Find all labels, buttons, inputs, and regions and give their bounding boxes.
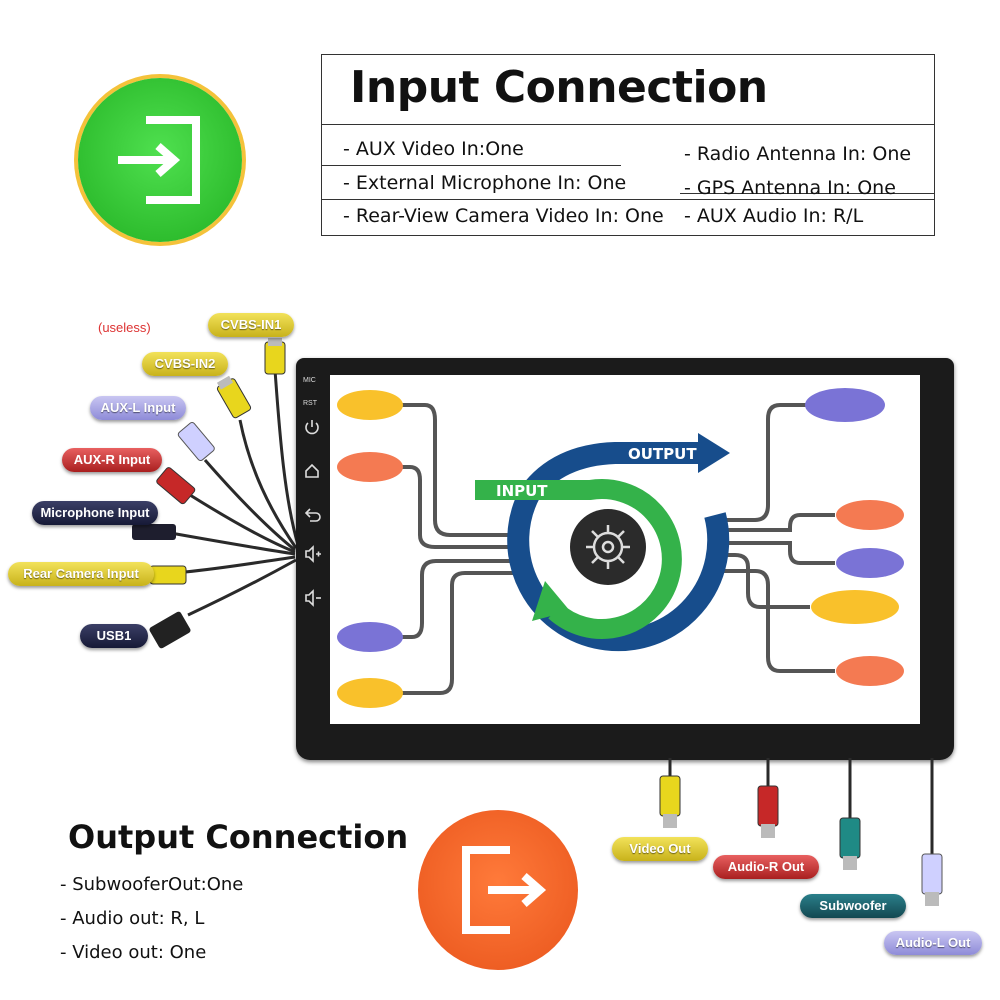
cvbs-in1-label: CVBS-IN1: [208, 313, 294, 337]
mic-connector: [132, 524, 176, 540]
subwoofer-connector: [839, 817, 861, 870]
input-connection-title: Input Connection: [350, 62, 768, 113]
reset-hole-label: RST: [303, 400, 317, 407]
input-icon-circle: [78, 78, 242, 242]
volume-up-icon[interactable]: [305, 545, 321, 563]
spec-subwoofer-out: - SubwooferOut:One: [60, 874, 244, 895]
aux-r-connector: [156, 467, 196, 505]
left-oval-purple: [337, 622, 403, 652]
output-icon-circle: [418, 810, 578, 970]
cvbs-in2-label: CVBS-IN2: [142, 352, 228, 376]
audio-l-out-label: Audio-L Out: [884, 931, 982, 955]
input-label: INPUT: [496, 482, 548, 500]
cvbs-in1-connector: [264, 338, 286, 375]
right-oval-orange-1: [836, 500, 904, 530]
useless-note: (useless): [98, 320, 151, 335]
usb1-label: USB1: [80, 624, 148, 648]
connection-diagram: OUTPUT INPUT: [337, 388, 904, 708]
home-icon[interactable]: [305, 463, 319, 478]
right-oval-yellow: [811, 590, 899, 624]
subwoofer-label: Subwoofer: [800, 894, 906, 918]
spec-aux-video-in: - AUX Video In:One: [343, 138, 524, 160]
logout-icon: [462, 846, 547, 934]
back-icon[interactable]: [304, 508, 321, 522]
center-hub: [570, 509, 646, 585]
side-buttons: [304, 420, 321, 607]
video-out-label: Video Out: [612, 837, 708, 861]
login-icon: [118, 116, 200, 204]
left-oval-yellow-bottom: [337, 678, 403, 708]
audio-l-out-connector: [921, 853, 943, 906]
spec-external-mic-in: - External Microphone In: One: [343, 172, 627, 194]
spec-aux-audio-in: - AUX Audio In: R/L: [684, 205, 864, 227]
right-oval-orange-2: [836, 656, 904, 686]
rear-camera-input-label: Rear Camera Input: [8, 562, 154, 586]
device-screen: OUTPUT INPUT: [330, 375, 920, 724]
spec-radio-antenna-in: - Radio Antenna In: One: [684, 143, 912, 165]
input-spec-table: [321, 54, 935, 236]
power-icon[interactable]: [305, 420, 319, 435]
spec-gps-antenna-in: - GPS Antenna In: One: [684, 177, 896, 199]
video-out-connector: [659, 775, 681, 828]
output-connection-title: Output Connection: [68, 818, 409, 856]
input-arrow-head: [532, 581, 570, 621]
left-oval-yellow-top: [337, 390, 403, 420]
input-arc: [475, 479, 682, 639]
aux-l-input-label: AUX-L Input: [90, 396, 186, 420]
bottom-cables: [659, 758, 943, 906]
left-oval-orange: [337, 452, 403, 482]
audio-r-out-connector: [757, 785, 779, 838]
spec-rear-camera-in: - Rear-View Camera Video In: One: [343, 205, 664, 227]
left-cables: [132, 338, 300, 649]
aux-l-connector: [177, 422, 215, 462]
rear-camera-connector: [149, 565, 187, 585]
usb-connector: [149, 611, 191, 649]
output-label: OUTPUT: [628, 445, 697, 463]
audio-r-out-label: Audio-R Out: [713, 855, 819, 879]
mic-hole-label: MIC: [303, 377, 316, 384]
spec-video-out: - Video out: One: [60, 942, 207, 963]
aux-r-input-label: AUX-R Input: [62, 448, 162, 472]
right-oval-purple-2: [836, 548, 904, 578]
cvbs-in2-connector: [216, 375, 252, 419]
right-oval-purple-top: [805, 388, 885, 422]
gear-icon: [586, 525, 630, 569]
volume-down-icon[interactable]: [305, 589, 321, 607]
output-arrow-head: [698, 433, 730, 473]
microphone-input-label: Microphone Input: [32, 501, 158, 525]
spec-audio-out: - Audio out: R, L: [60, 908, 205, 929]
